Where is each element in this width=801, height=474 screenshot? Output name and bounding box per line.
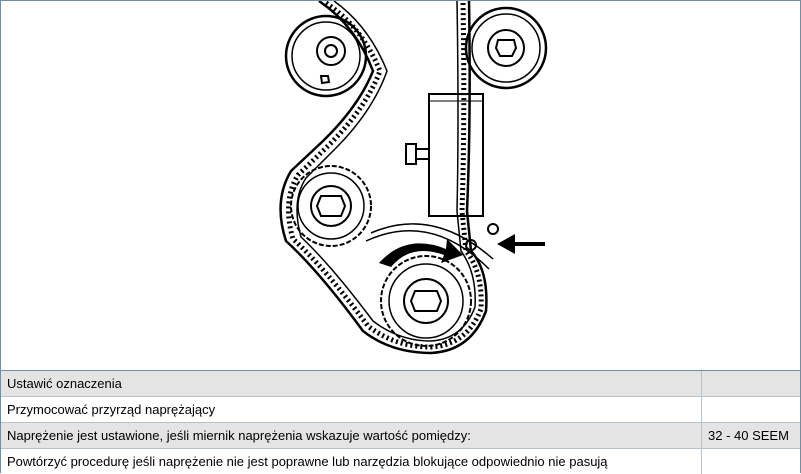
step-value — [702, 397, 801, 423]
step-text: Przymocować przyrząd naprężający — [1, 397, 702, 423]
table-row: Ustawić oznaczenia — [1, 371, 800, 397]
upper-right-pulley — [466, 8, 546, 88]
table-row: Przymocować przyrząd naprężający — [1, 397, 800, 423]
table-row: Naprężenie jest ustawione, jeśli miernik… — [1, 423, 800, 449]
rotation-arrow — [379, 239, 463, 267]
tensioner-tool — [429, 94, 483, 216]
pointer-arrow — [497, 234, 545, 254]
timing-belt-illustration — [1, 1, 800, 371]
camshaft-sprocket — [291, 166, 371, 246]
alignment-mark-upper — [488, 224, 498, 234]
step-text: Powtórzyć procedurę jeśli naprężenie nie… — [1, 449, 702, 474]
step-text: Ustawić oznaczenia — [1, 371, 702, 397]
crankshaft-sprocket — [381, 256, 471, 346]
upper-left-pulley — [286, 16, 366, 96]
table-row: Powtórzyć procedurę jeśli naprężenie nie… — [1, 449, 800, 474]
step-value — [702, 371, 801, 397]
belt-left-run — [281, 1, 487, 353]
timing-belt-diagram — [1, 1, 800, 370]
step-value — [702, 449, 801, 474]
step-value: 32 - 40 SEEM — [702, 423, 801, 449]
step-text: Naprężenie jest ustawione, jeśli miernik… — [1, 423, 702, 449]
instruction-table: Ustawić oznaczenia Przymocować przyrząd … — [1, 371, 800, 474]
